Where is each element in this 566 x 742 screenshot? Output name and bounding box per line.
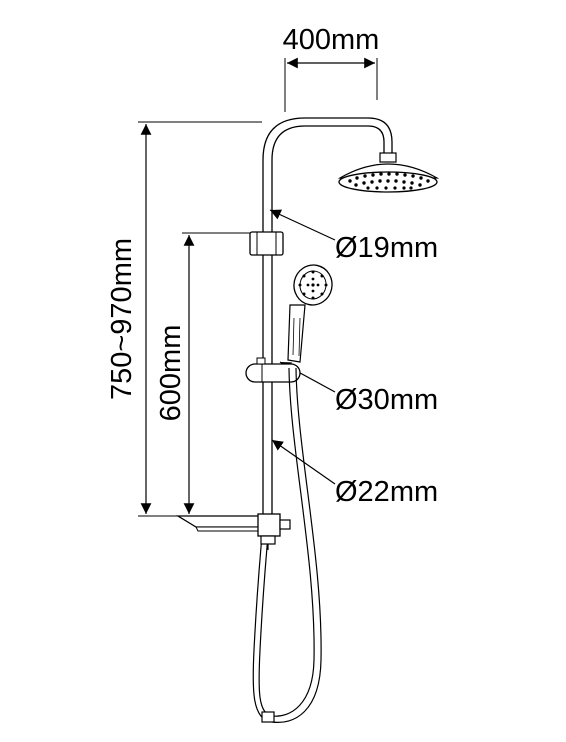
shelf-diverter	[175, 513, 291, 550]
diverter-body	[257, 513, 281, 537]
hand-shower-nozzles	[298, 270, 328, 300]
upper-bracket-body	[249, 231, 284, 256]
shower-head-nozzles	[348, 172, 430, 190]
shelf-top	[175, 515, 269, 528]
shelf-edge	[195, 526, 266, 532]
pipe-lower-label: Ø22mm	[335, 476, 438, 508]
hand-shower	[287, 264, 333, 363]
hose-line-inner	[252, 367, 322, 724]
hand-shower-handle	[287, 304, 306, 363]
slider-height-dimension: 600mm	[155, 232, 252, 514]
pipe-diameter-lower: Ø22mm	[271, 439, 438, 508]
width-dimension: 400mm	[283, 24, 380, 112]
sliding-holder-body	[245, 363, 301, 383]
riser-pipe-inner	[271, 125, 385, 520]
shower-head-connector	[379, 152, 397, 163]
riser-pipe	[262, 117, 393, 520]
slider-height-label: 600mm	[155, 325, 187, 422]
sliding-holder-knob	[256, 357, 266, 365]
overhead-shower-head	[337, 152, 440, 193]
flexible-hose	[252, 367, 322, 724]
pipe-upper-arrow	[269, 209, 336, 241]
pipe-upper-label: Ø19mm	[335, 232, 438, 264]
diverter-outlet	[279, 519, 291, 530]
pipe-diameter-mid: Ø30mm	[279, 361, 438, 416]
width-label: 400mm	[283, 24, 380, 56]
pipe-diameter-upper: Ø19mm	[269, 209, 438, 264]
total-height-dimension: 750~970mm	[106, 121, 262, 517]
hose-end-nut	[261, 711, 275, 723]
riser-pipe-outer	[262, 117, 393, 520]
upper-bracket	[249, 231, 284, 256]
inlet-connector	[260, 535, 276, 545]
total-height-label: 750~970mm	[106, 238, 138, 400]
hose-line-outer	[258, 367, 315, 717]
sliding-holder	[245, 357, 301, 383]
pipe-mid-label: Ø30mm	[335, 384, 438, 416]
